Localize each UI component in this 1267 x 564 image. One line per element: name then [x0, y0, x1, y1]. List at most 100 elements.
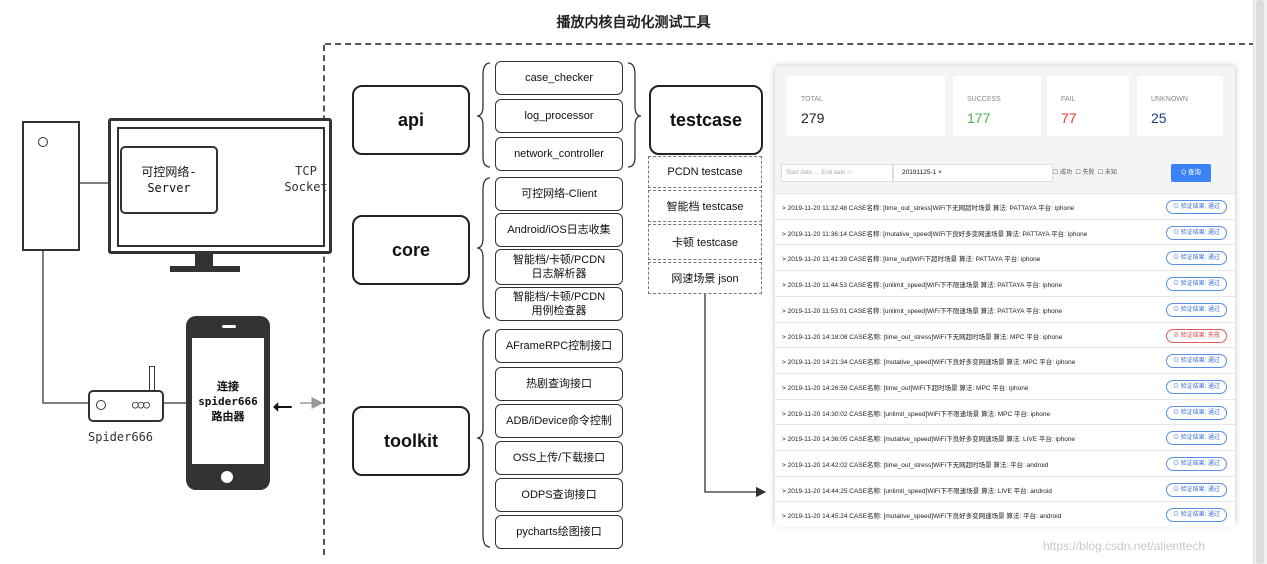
tag-chip[interactable]: 20191125-1 × — [902, 169, 942, 176]
stat-value: 77 — [1061, 110, 1077, 126]
result-row[interactable]: > 2019-11-20 14:36:05 CASE名称: [mutative_… — [775, 424, 1235, 451]
result-row[interactable]: > 2019-11-20 11:32:48 CASE名称: [time_out_… — [775, 193, 1235, 219]
watermark: https://blog.csdn.net/alienttech — [1043, 539, 1206, 553]
result-row[interactable]: > 2019-11-20 14:26:59 CASE名称: [time_out]… — [775, 372, 1235, 399]
result-row-text: > 2019-11-20 11:53:01 CASE名称: [unlimit_s… — [782, 307, 1063, 315]
monitor-stand — [195, 251, 213, 267]
toolkit-item: pycharts绘图接口 — [495, 515, 623, 549]
diagram-title: 播放内核自动化测试工具 — [556, 14, 711, 30]
result-badge-pass: ⊙ 验证结果: 通过 — [1165, 508, 1227, 523]
result-row-text: > 2019-11-20 14:36:05 CASE名称: [mutative_… — [782, 436, 1076, 444]
tag-select[interactable]: 20191125-1 × — [893, 164, 1053, 182]
dashed-border-top — [325, 43, 1255, 45]
result-row[interactable]: > 2019-11-20 14:45:24 CASE名称: [mutative_… — [775, 501, 1235, 528]
usb-icon: ⭠ — [272, 390, 293, 420]
stat-value: 177 — [967, 110, 991, 126]
result-row-text: > 2019-11-20 11:44:53 CASE名称: [unlimit_s… — [782, 282, 1063, 290]
result-badge-fail: ⊘ 验证结果: 失败 — [1165, 328, 1227, 343]
toolkit-item: AFrameRPC控制接口 — [495, 329, 623, 363]
stat-label: SUCCESS — [967, 96, 1001, 103]
scrollbar-thumb[interactable] — [1256, 0, 1264, 564]
checkbox-label: 未知 — [1104, 170, 1117, 176]
desktop-tower — [22, 121, 80, 251]
module-testcase: testcase — [649, 85, 763, 155]
result-row[interactable]: > 2019-11-20 11:41:39 CASE名称: [time_out]… — [775, 244, 1235, 271]
power-button-icon — [38, 137, 48, 147]
result-row-text: > 2019-11-20 11:41:39 CASE名称: [time_out]… — [782, 256, 1041, 264]
result-row-text: > 2019-11-20 14:26:59 CASE名称: [time_out]… — [782, 384, 1029, 392]
api-item: case_checker — [495, 61, 623, 95]
monitor-base — [170, 266, 240, 272]
result-row-text: > 2019-11-20 14:42:02 CASE名称: [time_out_… — [782, 462, 1049, 469]
result-row-text: > 2019-11-20 14:30:02 CASE名称: [unlimit_s… — [782, 410, 1051, 418]
phone: 连接 spider666 路由器 — [186, 316, 270, 490]
testcase-item: 智能档 testcase — [648, 190, 762, 222]
stat-value: 25 — [1151, 110, 1167, 126]
router-label: Spider666 — [88, 430, 154, 444]
stat-label: TOTAL — [801, 96, 823, 103]
checkbox-unknown[interactable]: ☐ 未知 — [1097, 170, 1117, 176]
result-badge-pass: ⊙ 验证结果: 通过 — [1165, 379, 1227, 394]
router: ○○○ — [88, 390, 164, 422]
toolkit-item: ODPS查询接口 — [495, 478, 623, 512]
monitor-screen — [117, 127, 325, 247]
result-badge-pass: ⊙ 验证结果: 通过 — [1165, 354, 1227, 369]
antenna-icon — [149, 366, 155, 391]
checkbox-label: 成功 — [1060, 170, 1073, 176]
router-dots-icon: ○○○ — [132, 398, 150, 411]
status-checkboxes: ☐ 成功 ☐ 失败 ☐ 未知 — [1053, 167, 1117, 176]
result-row-text: > 2019-11-20 14:45:24 CASE名称: [mutative_… — [782, 513, 1062, 521]
testcase-item: 卡顿 testcase — [648, 224, 762, 260]
api-item: network_controller — [495, 137, 623, 171]
result-badge-pass: ⊙ 验证结果: 通过 — [1165, 482, 1227, 497]
result-badge-pass: ⊙ 验证结果: 通过 — [1165, 200, 1227, 214]
dashed-border-left — [323, 45, 325, 555]
result-row[interactable]: > 2019-11-20 14:21:34 CASE名称: [mutative_… — [775, 347, 1235, 374]
result-badge-pass: ⊙ 验证结果: 通过 — [1165, 277, 1227, 292]
result-row[interactable]: > 2019-11-20 11:44:53 CASE名称: [unlimit_s… — [775, 270, 1235, 297]
core-item: Android/iOS日志收集 — [495, 213, 623, 247]
end-date: End date — [821, 170, 846, 176]
result-row[interactable]: > 2019-11-20 14:42:02 CASE名称: [time_out_… — [775, 450, 1235, 476]
checkbox-success[interactable]: ☐ 成功 — [1053, 170, 1073, 176]
checkbox-fail[interactable]: ☐ 失败 — [1075, 170, 1095, 176]
stat-card-fail: FAIL 77 — [1047, 76, 1129, 136]
checkbox-label: 失败 — [1082, 170, 1095, 176]
result-row[interactable]: > 2019-11-20 14:18:08 CASE名称: [time_out_… — [775, 321, 1235, 348]
stat-value: 279 — [801, 110, 825, 126]
api-item: log_processor — [495, 99, 623, 133]
result-badge-pass: ⊙ 验证结果: 通过 — [1165, 302, 1227, 317]
module-api: api — [352, 85, 470, 155]
query-button[interactable]: Q 查询 — [1171, 164, 1211, 182]
result-row-text: > 2019-11-20 11:36:14 CASE名称: [mutative_… — [782, 230, 1088, 238]
testcase-item: PCDN testcase — [648, 156, 762, 188]
result-row-text: > 2019-11-20 14:18:08 CASE名称: [time_out_… — [782, 333, 1063, 341]
result-badge-pass: ⊙ 验证结果: 通过 — [1165, 225, 1227, 240]
result-badge-pass: ⊙ 验证结果: 通过 — [1165, 457, 1227, 471]
result-row-text: > 2019-11-20 14:21:34 CASE名称: [mutative_… — [782, 359, 1076, 367]
toolkit-item: 热剧查询接口 — [495, 367, 623, 401]
home-button-icon — [221, 471, 233, 483]
result-badge-pass: ⊙ 验证结果: 通过 — [1165, 251, 1227, 266]
calendar-icon: ▭ — [847, 170, 853, 176]
stat-card-unknown: UNKNOWN 25 — [1137, 76, 1223, 136]
stat-card-total: TOTAL 279 — [787, 76, 945, 136]
start-date: Start date — [786, 170, 813, 176]
core-item: 智能档/卡顿/PCDN 用例检查器 — [495, 287, 623, 321]
phone-speaker — [222, 325, 236, 328]
router-led-icon — [96, 400, 106, 410]
core-item: 智能档/卡顿/PCDN 日志解析器 — [495, 249, 623, 285]
module-toolkit: toolkit — [352, 406, 470, 476]
result-row[interactable]: > 2019-11-20 14:44:25 CASE名称: [unlimit_s… — [775, 475, 1235, 502]
result-row[interactable]: > 2019-11-20 14:30:02 CASE名称: [unlimit_s… — [775, 398, 1235, 425]
result-row[interactable]: > 2019-11-20 11:36:14 CASE名称: [mutative_… — [775, 218, 1235, 245]
result-row[interactable]: > 2019-11-20 11:53:01 CASE名称: [unlimit_s… — [775, 295, 1235, 322]
tcp-socket-label: TCP Socket — [284, 164, 328, 194]
stat-label: FAIL — [1061, 96, 1076, 103]
stat-card-success: SUCCESS 177 — [953, 76, 1041, 136]
toolkit-item: OSS上传/下载接口 — [495, 441, 623, 475]
module-core: core — [352, 215, 470, 285]
date-range-picker[interactable]: Start date → End date ▭ — [781, 164, 893, 182]
testcase-item: 网速场景 json — [648, 262, 762, 294]
